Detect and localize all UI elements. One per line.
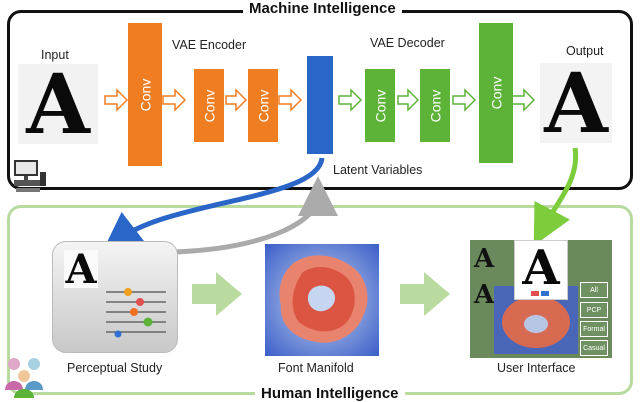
- output-glyph-image: A: [540, 63, 612, 145]
- manifold-to-ui-arrow: [400, 272, 450, 316]
- rating-sliders: [106, 288, 166, 338]
- perceptual-study-label: Perceptual Study: [67, 361, 163, 375]
- user-interface-label: User Interface: [497, 361, 576, 375]
- font-manifold-heatmap: [265, 244, 379, 356]
- latent-variables-label: Latent Variables: [333, 163, 423, 177]
- study-to-latent-arrow: [174, 176, 338, 255]
- output-label: Output: [566, 44, 604, 58]
- latent-to-study-arrow: [102, 157, 325, 253]
- decoder-conv-2: Conv: [420, 69, 450, 142]
- decoder-conv-1: Conv: [365, 69, 395, 142]
- input-glyph-image: A: [18, 64, 98, 146]
- decoder-flow-arrows: [338, 88, 536, 112]
- output-to-ui-arrow: [533, 147, 579, 246]
- ui-button-all[interactable]: All: [580, 282, 608, 298]
- user-interface-screenshot: A A A All PCP Formal Casual: [470, 240, 612, 358]
- machine-intelligence-title: Machine Intelligence: [243, 0, 402, 17]
- ui-popup-red-button[interactable]: [531, 291, 539, 296]
- ui-preview-popup: A: [514, 240, 568, 300]
- study-to-manifold-arrow: [192, 272, 242, 316]
- human-intelligence-title: Human Intelligence: [255, 385, 405, 402]
- ui-preview-glyph: A: [522, 240, 560, 296]
- ui-button-formal[interactable]: Formal: [580, 321, 608, 337]
- vae-decoder-label: VAE Decoder: [370, 36, 445, 50]
- input-label: Input: [41, 48, 69, 62]
- latent-variables-block: [307, 56, 333, 154]
- people-icon: [5, 358, 43, 398]
- encoder-flow-arrows: [104, 88, 303, 112]
- ui-popup-blue-button[interactable]: [541, 291, 549, 296]
- ui-button-pcp[interactable]: PCP: [580, 302, 608, 318]
- decoder-conv-3: Conv: [479, 23, 513, 163]
- vae-encoder-label: VAE Encoder: [172, 38, 247, 52]
- font-manifold-label: Font Manifold: [278, 361, 354, 375]
- encoder-conv-1: Conv: [128, 23, 162, 166]
- study-glyph-image: A: [64, 246, 98, 293]
- ui-glyph-small-2: A: [474, 280, 495, 310]
- encoder-conv-3: Conv: [248, 69, 278, 142]
- computer-icon: [14, 160, 46, 192]
- encoder-conv-2: Conv: [194, 69, 224, 142]
- ui-filter-buttons: All PCP Formal Casual: [580, 282, 610, 356]
- ui-glyph-small-1: A: [474, 244, 495, 274]
- ui-button-casual[interactable]: Casual: [580, 340, 608, 356]
